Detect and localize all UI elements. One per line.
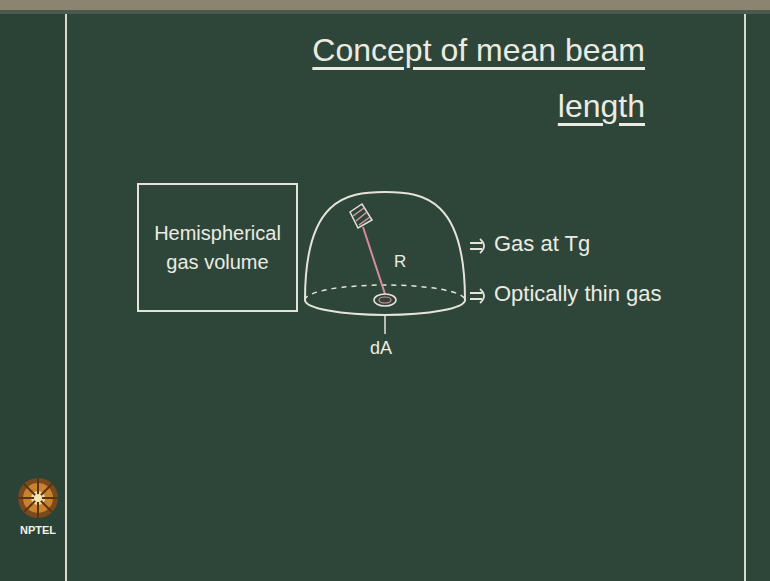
box-text: Hemispherical gas volume (149, 219, 286, 277)
note-text: Gas at Tg (494, 231, 590, 256)
note-text: Optically thin gas (494, 281, 662, 306)
logo-text: NPTEL (20, 524, 56, 537)
label-box: Hemispherical gas volume (137, 183, 298, 312)
radius-label: R (394, 252, 406, 272)
area-label: dA (370, 338, 392, 359)
board-title: Concept of mean beam length (250, 22, 645, 134)
